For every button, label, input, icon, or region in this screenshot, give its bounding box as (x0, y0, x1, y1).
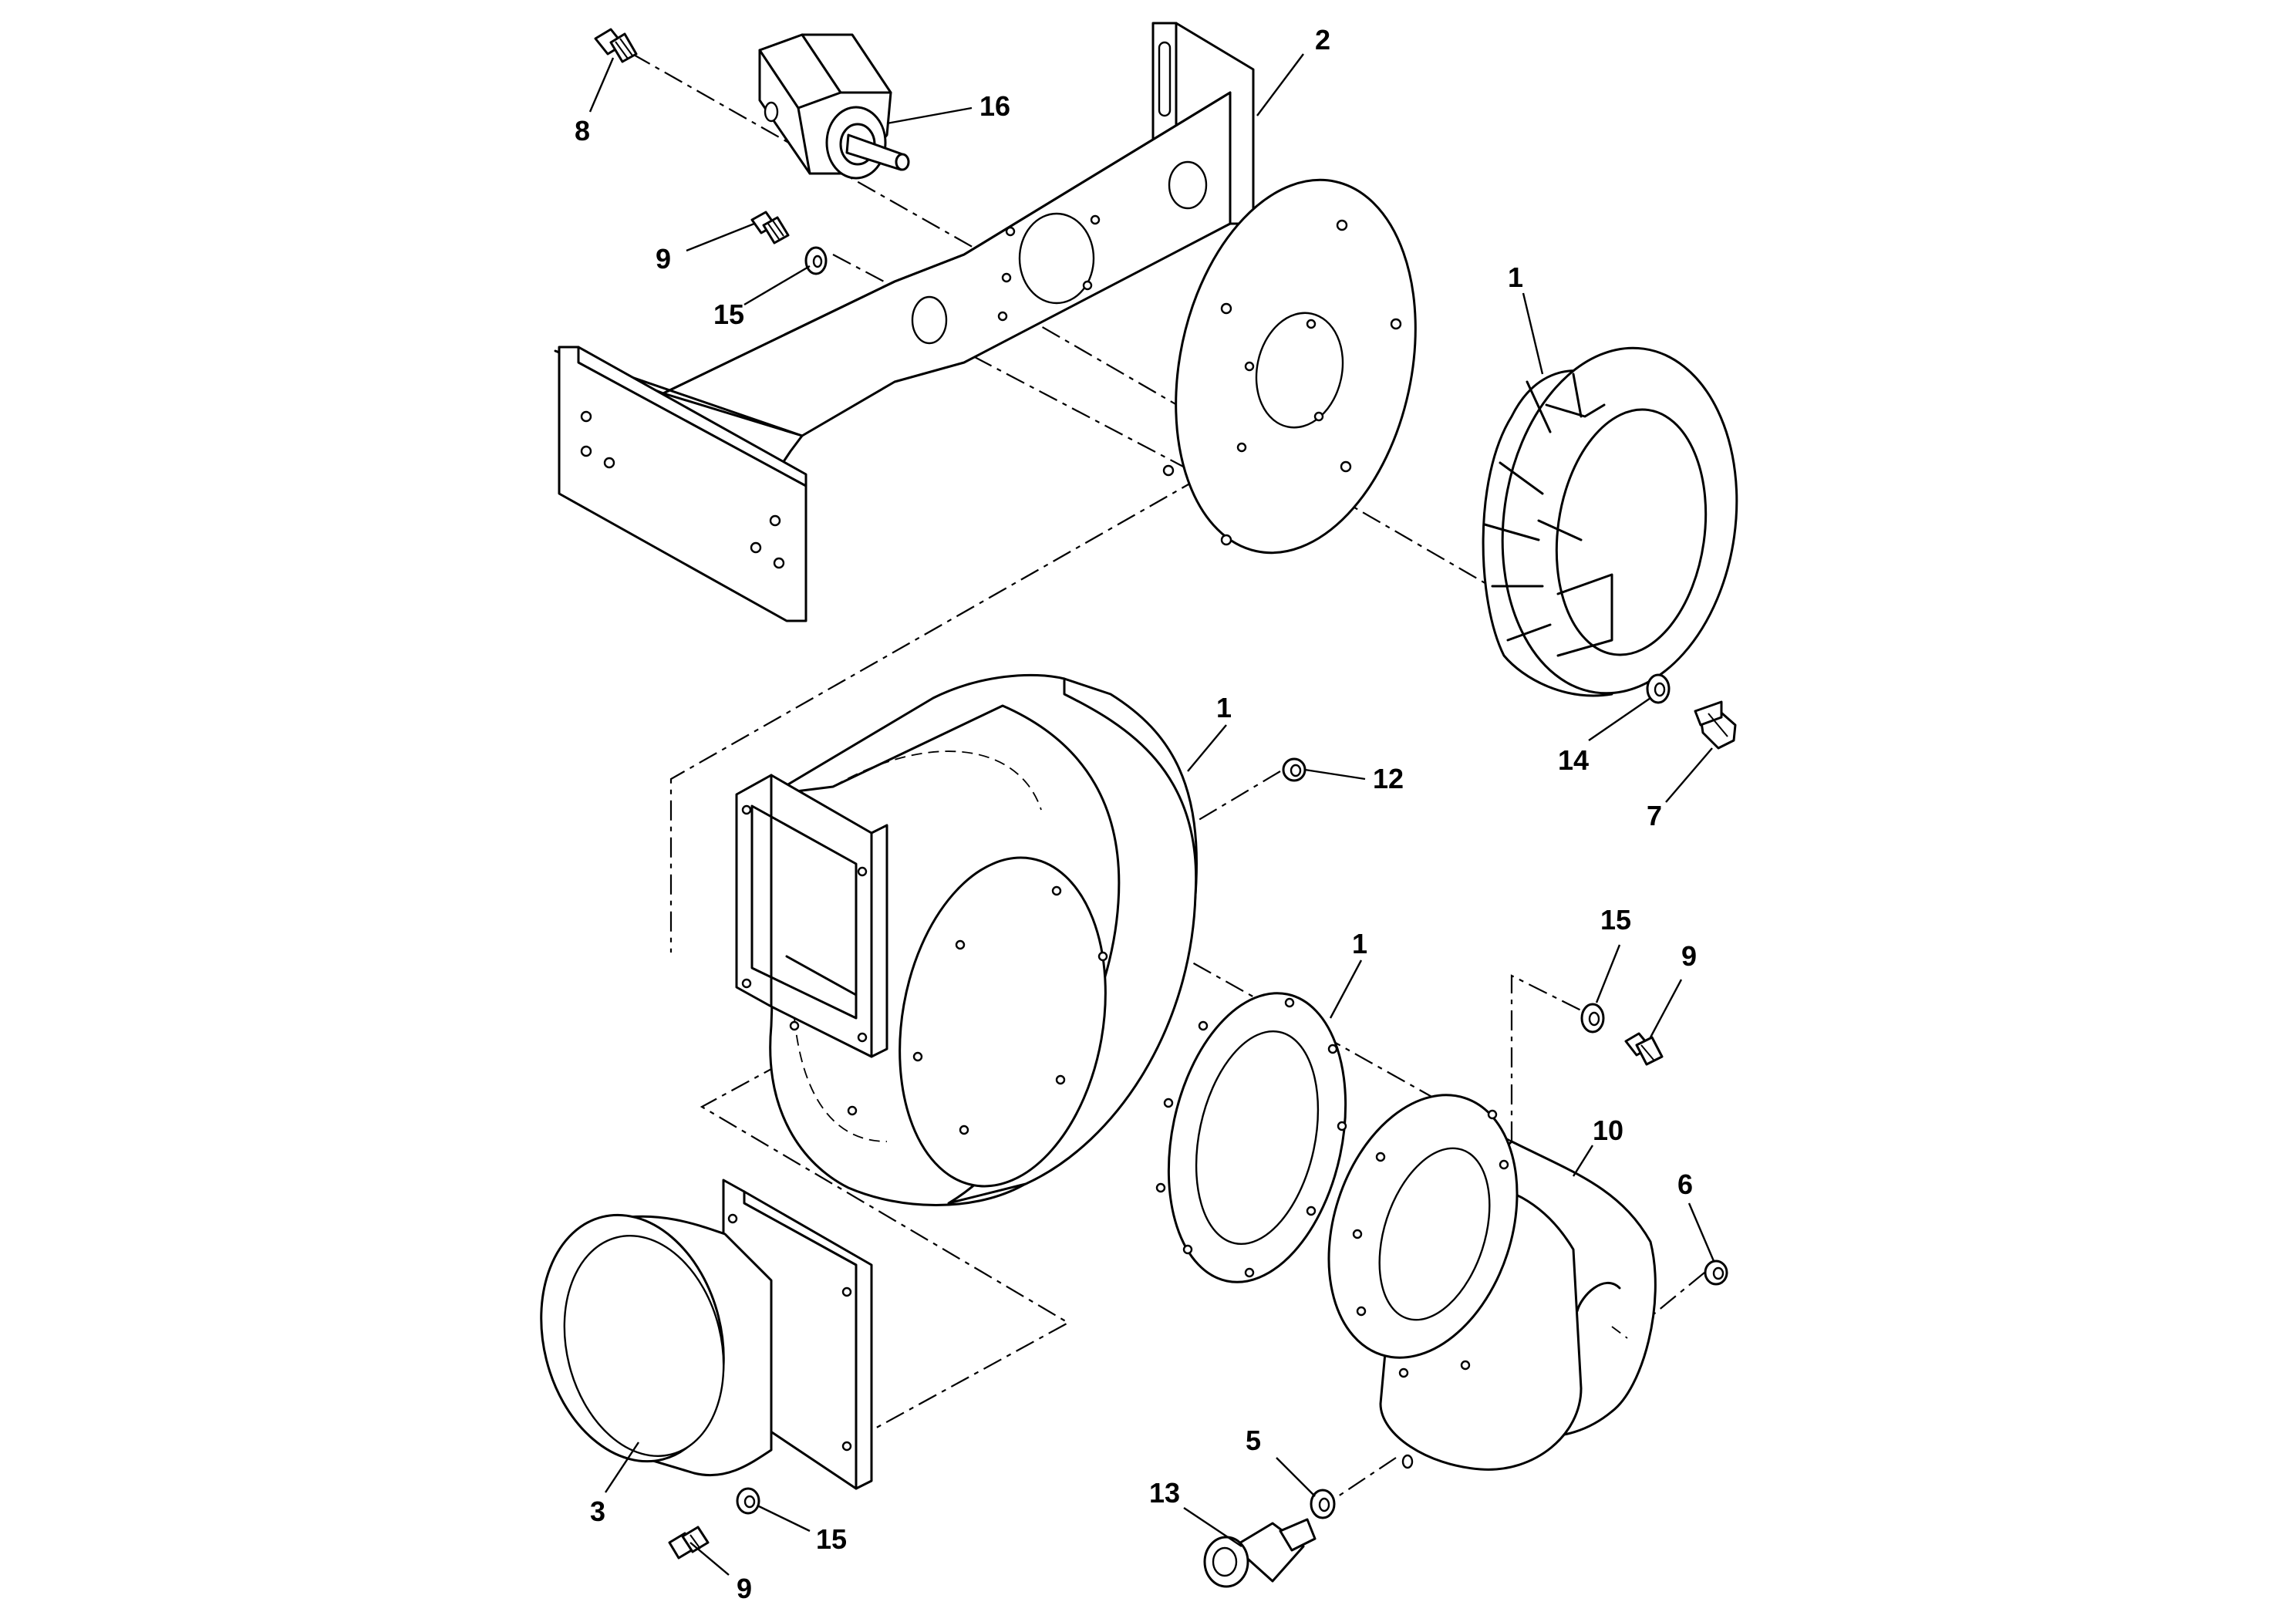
mounting-bracket-part-2 (554, 22, 1255, 622)
callout-15: 15 (713, 298, 744, 330)
callout-10: 10 (1593, 1114, 1623, 1146)
washer-part-14 (1646, 673, 1671, 704)
screw-part-9-lower (668, 1526, 710, 1560)
callout-labels: 2 16 8 9 15 1 14 7 1 12 1 15 9 10 6 3 15… (575, 24, 1697, 1604)
callout-1: 1 (1352, 928, 1367, 959)
washer-part-15-right (1580, 1003, 1605, 1034)
inlet-adapter-part-3 (540, 1179, 873, 1490)
callout-2: 2 (1315, 24, 1330, 56)
callout-14: 14 (1558, 744, 1589, 776)
screw-part-8 (594, 28, 638, 63)
gasket-ring-part-1 (1155, 992, 1347, 1283)
leader-lines (588, 53, 1715, 1576)
callout-15: 15 (1600, 904, 1631, 936)
screw-part-9-right (1624, 1032, 1664, 1066)
callout-9: 9 (1681, 940, 1697, 972)
callout-15: 15 (816, 1523, 847, 1555)
pressure-switch-part-13 (1203, 1518, 1317, 1588)
callout-8: 8 (575, 115, 590, 147)
plug-part-6 (1704, 1259, 1728, 1286)
fitting-part-5 (1310, 1489, 1336, 1519)
callout-7: 7 (1647, 800, 1662, 831)
callout-12: 12 (1373, 763, 1404, 794)
washer-part-15-upper (804, 246, 828, 275)
bolt-part-7 (1694, 700, 1737, 750)
washer-part-15-lower (736, 1487, 760, 1515)
callout-9: 9 (737, 1573, 752, 1604)
nut-part-12 (1282, 757, 1306, 782)
callout-5: 5 (1246, 1425, 1261, 1456)
scroll-housing-part-1 (735, 673, 1198, 1206)
elbow-part-10 (1327, 1094, 1657, 1471)
callout-16: 16 (979, 90, 1010, 122)
motor-part-16 (758, 33, 910, 180)
callout-1: 1 (1216, 692, 1232, 723)
screw-part-9-upper (750, 211, 790, 244)
callout-9: 9 (656, 243, 671, 275)
callout-6: 6 (1677, 1168, 1693, 1200)
callout-13: 13 (1149, 1477, 1180, 1509)
callout-1: 1 (1508, 261, 1523, 293)
impeller-wheel-part-1 (1482, 346, 1738, 697)
callout-3: 3 (590, 1496, 605, 1527)
backplate-disc (1162, 178, 1417, 555)
